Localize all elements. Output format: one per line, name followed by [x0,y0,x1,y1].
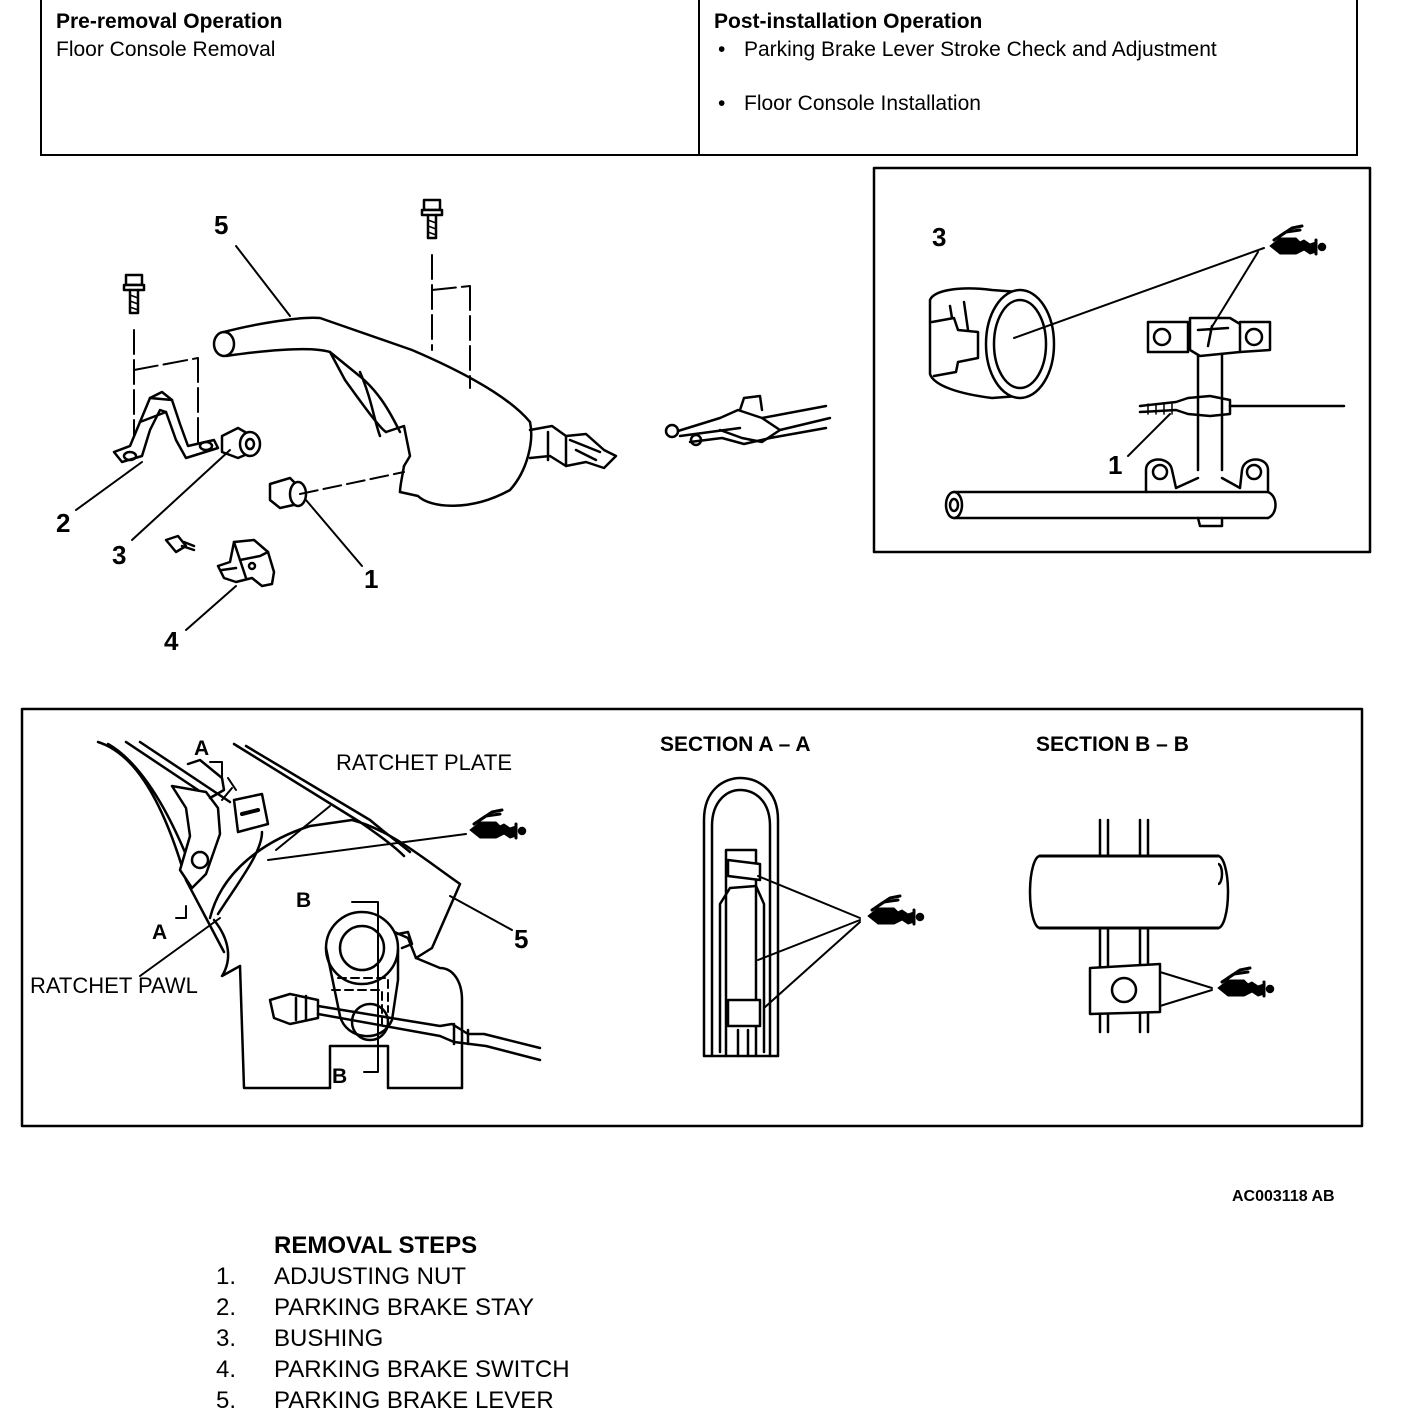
lower-callout-5: 5 [514,924,529,954]
grease-icon [1268,224,1327,256]
screw [164,534,196,554]
step-label: PARKING BRAKE LEVER [274,1387,554,1414]
section-b-b-view [1028,818,1275,1034]
parking-brake-switch [216,538,276,588]
removal-step: 5. PARKING BRAKE LEVER [216,1385,570,1416]
pre-removal-heading: Pre-removal Operation [56,10,283,33]
step-number: 1. [216,1263,237,1290]
post-installation-column: Post-installation Operation Parking Brak… [698,0,1356,154]
ratchet-plate-label: RATCHET PLATE [336,750,513,775]
callout-4: 4 [164,626,179,656]
bolt-icon [122,273,146,315]
pre-removal-column: Pre-removal Operation Floor Console Remo… [42,0,698,154]
lever-bracket [944,316,1346,528]
section-marker-a-bottom: A [152,921,168,944]
grease-icon [468,808,527,840]
grease-icon [866,894,925,926]
callout-2: 2 [56,508,71,538]
figure-reference: AC003118 AB [1232,1188,1335,1205]
parking-brake-lever [212,316,618,507]
step-number: 4. [216,1356,237,1383]
step-label: PARKING BRAKE STAY [274,1294,535,1321]
callout-3: 3 [112,540,127,570]
removal-steps: REMOVAL STEPS 1. ADJUSTING NUT 2. PARKING … [216,1230,570,1416]
section-a-a-view [702,776,925,1058]
adjusting-nut [268,476,308,510]
pre-removal-item: Floor Console Removal [56,38,276,61]
step-label: ADJUSTING NUT [274,1263,466,1290]
removal-step: 4. PARKING BRAKE SWITCH [216,1354,570,1385]
removal-steps-title: REMOVAL STEPS [274,1232,478,1259]
cable-end [664,394,832,447]
step-number: 5. [216,1387,237,1414]
post-installation-heading: Post-installation Operation [714,10,983,33]
parking-brake-stay [112,390,220,464]
section-marker-b-bottom: B [332,1065,348,1088]
ratchet-pawl-label: RATCHET PAWL [30,973,198,998]
operation-table: Pre-removal Operation Floor Console Remo… [40,0,1358,156]
detail-callout-1: 1 [1108,450,1123,480]
detail-view [928,224,1346,528]
removal-step: 1. ADJUSTING NUT [216,1261,570,1292]
callout-1: 1 [364,564,379,594]
main-exploded-view [75,198,832,631]
removal-step: 3. BUSHING [216,1323,570,1354]
grease-icon [1216,966,1275,998]
step-number: 2. [216,1294,237,1321]
section-marker-a-top: A [194,737,210,760]
detail-callout-3: 3 [932,222,947,252]
section-a-a-title: SECTION A – A [660,733,811,756]
post-installation-item: Floor Console Installation [714,90,1342,118]
post-installation-item: Parking Brake Lever Stroke Check and Adj… [714,36,1342,64]
ratchet-detail-view [96,740,542,1090]
callout-5: 5 [214,210,229,240]
bolt-icon [420,198,444,240]
bushing-enlarged [928,287,1056,400]
section-marker-b-top: B [296,889,312,912]
section-b-b-title: SECTION B – B [1036,733,1189,756]
bushing [220,426,262,460]
removal-step: 2. PARKING BRAKE STAY [216,1292,570,1323]
detail-view-frame [872,166,1372,554]
step-number: 3. [216,1325,237,1352]
step-label: BUSHING [274,1325,384,1352]
post-installation-list: Parking Brake Lever Stroke Check and Adj… [714,36,1342,118]
step-label: PARKING BRAKE SWITCH [274,1356,570,1383]
section-view-frame [20,707,1364,1128]
